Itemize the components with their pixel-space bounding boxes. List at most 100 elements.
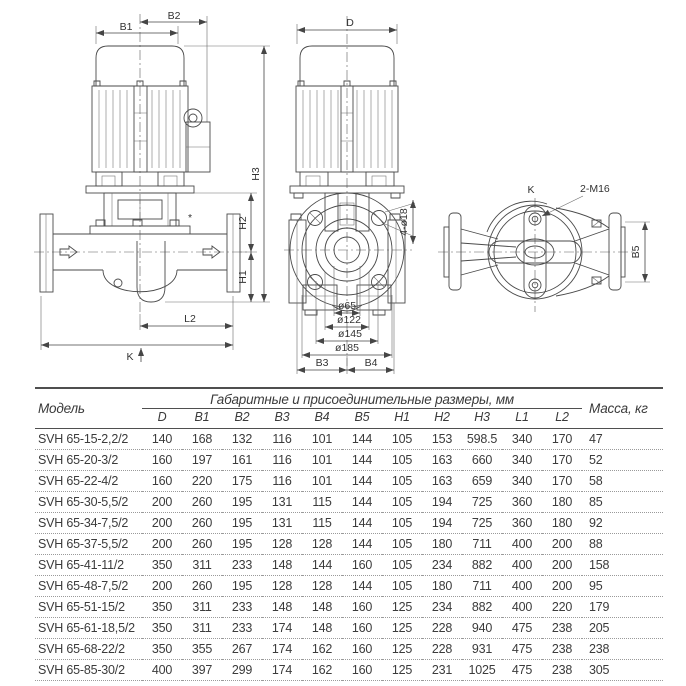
dim-label-d: D: [346, 17, 354, 29]
table-row: SVH 65-20-3/2 160 197 161 116 101 144 10…: [35, 449, 664, 471]
column-header-l1: L1: [515, 410, 529, 424]
dim-cell-h1: 125: [382, 596, 422, 618]
dim-cell-h2: 153: [422, 428, 462, 450]
column-header-b2: B2: [234, 410, 250, 424]
dim-cell-h2: 180: [422, 575, 462, 597]
dim-cell-b2: 195: [222, 491, 262, 513]
dim-cell-b5: 160: [342, 554, 382, 576]
dim-cell-h2: 194: [422, 491, 462, 513]
dim-cell-b3: 116: [262, 470, 302, 492]
dim-cell-b4: 162: [302, 638, 342, 660]
dim-cell-d: 350: [142, 596, 182, 618]
dim-cell-b3: 128: [262, 575, 302, 597]
dim-cell-l1: 400: [502, 575, 542, 597]
dim-cell-b1: 311: [182, 554, 222, 576]
dim-cell-b1: 311: [182, 596, 222, 618]
dim-cell-h1: 105: [382, 554, 422, 576]
model-cell: SVH 65-30-5,5/2: [35, 491, 142, 513]
dim-cell-b4: 128: [302, 575, 342, 597]
dim-cell-h3: 882: [462, 596, 502, 618]
mass-column-header: Масса, кг: [589, 401, 648, 416]
dim-cell-b1: 260: [182, 512, 222, 534]
mass-cell: 179: [582, 596, 664, 618]
dim-cell-l1: 400: [502, 554, 542, 576]
dim-cell-h2: 163: [422, 470, 462, 492]
dim-cell-b4: 128: [302, 533, 342, 555]
dim-cell-h2: 228: [422, 617, 462, 639]
dim-cell-b5: 144: [342, 491, 382, 513]
model-cell: SVH 65-37-5,5/2: [35, 533, 142, 555]
model-cell: SVH 65-51-15/2: [35, 596, 142, 618]
dim-cell-b2: 233: [222, 554, 262, 576]
dim-cell-b3: 116: [262, 449, 302, 471]
dim-label-l2: L2: [184, 313, 196, 325]
dim-label-b5: B5: [630, 245, 642, 258]
dim-cell-b5: 144: [342, 470, 382, 492]
dim-cell-h1: 105: [382, 512, 422, 534]
table-row: SVH 65-22-4/2 160 220 175 116 101 144 10…: [35, 470, 664, 492]
dim-label-bolt-holes: 4-ø18: [398, 208, 410, 236]
dim-cell-h1: 125: [382, 638, 422, 660]
dim-cell-b5: 144: [342, 575, 382, 597]
dim-cell-b1: 197: [182, 449, 222, 471]
dim-cell-b3: 174: [262, 659, 302, 681]
dim-cell-b1: 260: [182, 491, 222, 513]
dim-cell-l1: 475: [502, 659, 542, 681]
dim-cell-h1: 105: [382, 533, 422, 555]
dim-cell-h1: 105: [382, 449, 422, 471]
dim-cell-l2: 180: [542, 512, 583, 534]
table-row: SVH 65-37-5,5/2 200 260 195 128 128 144 …: [35, 533, 664, 555]
dim-cell-l2: 200: [542, 575, 583, 597]
dim-cell-b4: 101: [302, 470, 342, 492]
dim-cell-d: 350: [142, 617, 182, 639]
column-header-b5: B5: [354, 410, 370, 424]
table-row: SVH 65-48-7,5/2 200 260 195 128 128 144 …: [35, 575, 664, 597]
dim-label-m16: 2-M16: [580, 183, 610, 195]
dim-cell-b2: 233: [222, 617, 262, 639]
table-row: SVH 65-51-15/2 350 311 233 148 148 160 1…: [35, 596, 664, 618]
dim-cell-b5: 160: [342, 596, 382, 618]
dim-cell-b3: 116: [262, 428, 302, 450]
dim-cell-l1: 340: [502, 470, 542, 492]
dim-cell-b5: 160: [342, 617, 382, 639]
table-row: SVH 65-61-18,5/2 350 311 233 174 148 160…: [35, 617, 664, 639]
column-header-l2: L2: [555, 410, 569, 424]
dim-cell-h1: 125: [382, 617, 422, 639]
top-view: K 2-M16 B5: [438, 183, 650, 312]
dim-cell-b3: 128: [262, 533, 302, 555]
mass-cell: 205: [582, 617, 664, 639]
dim-cell-b5: 160: [342, 659, 382, 681]
mass-cell: 85: [582, 491, 664, 513]
dim-cell-d: 200: [142, 575, 182, 597]
dim-cell-b5: 144: [342, 428, 382, 450]
dim-cell-h3: 660: [462, 449, 502, 471]
model-cell: SVH 65-22-4/2: [35, 470, 142, 492]
mass-cell: 95: [582, 575, 664, 597]
model-cell: SVH 65-61-18,5/2: [35, 617, 142, 639]
dim-cell-b2: 233: [222, 596, 262, 618]
dim-cell-l1: 340: [502, 449, 542, 471]
dim-cell-b1: 311: [182, 617, 222, 639]
model-cell: SVH 65-68-22/2: [35, 638, 142, 660]
dim-label-h2: H2: [237, 216, 249, 230]
dim-cell-b2: 161: [222, 449, 262, 471]
dim-cell-b2: 299: [222, 659, 262, 681]
table-row: SVH 65-34-7,5/2 200 260 195 131 115 144 …: [35, 512, 664, 534]
dim-cell-b1: 260: [182, 533, 222, 555]
model-cell: SVH 65-34-7,5/2: [35, 512, 142, 534]
table-row: SVH 65-68-22/2 350 355 267 174 162 160 1…: [35, 638, 664, 660]
dim-cell-b4: 115: [302, 491, 342, 513]
dim-cell-h2: 180: [422, 533, 462, 555]
dim-cell-d: 350: [142, 554, 182, 576]
dim-cell-b4: 101: [302, 449, 342, 471]
dim-cell-b2: 132: [222, 428, 262, 450]
dim-cell-b5: 144: [342, 533, 382, 555]
dim-cell-l1: 400: [502, 533, 542, 555]
dim-label-dia122: ø122: [337, 314, 361, 326]
column-header-h1: H1: [394, 410, 410, 424]
column-header-h2: H2: [434, 410, 450, 424]
column-header-h3: H3: [474, 410, 490, 424]
dim-cell-d: 160: [142, 470, 182, 492]
dim-cell-l2: 170: [542, 449, 583, 471]
